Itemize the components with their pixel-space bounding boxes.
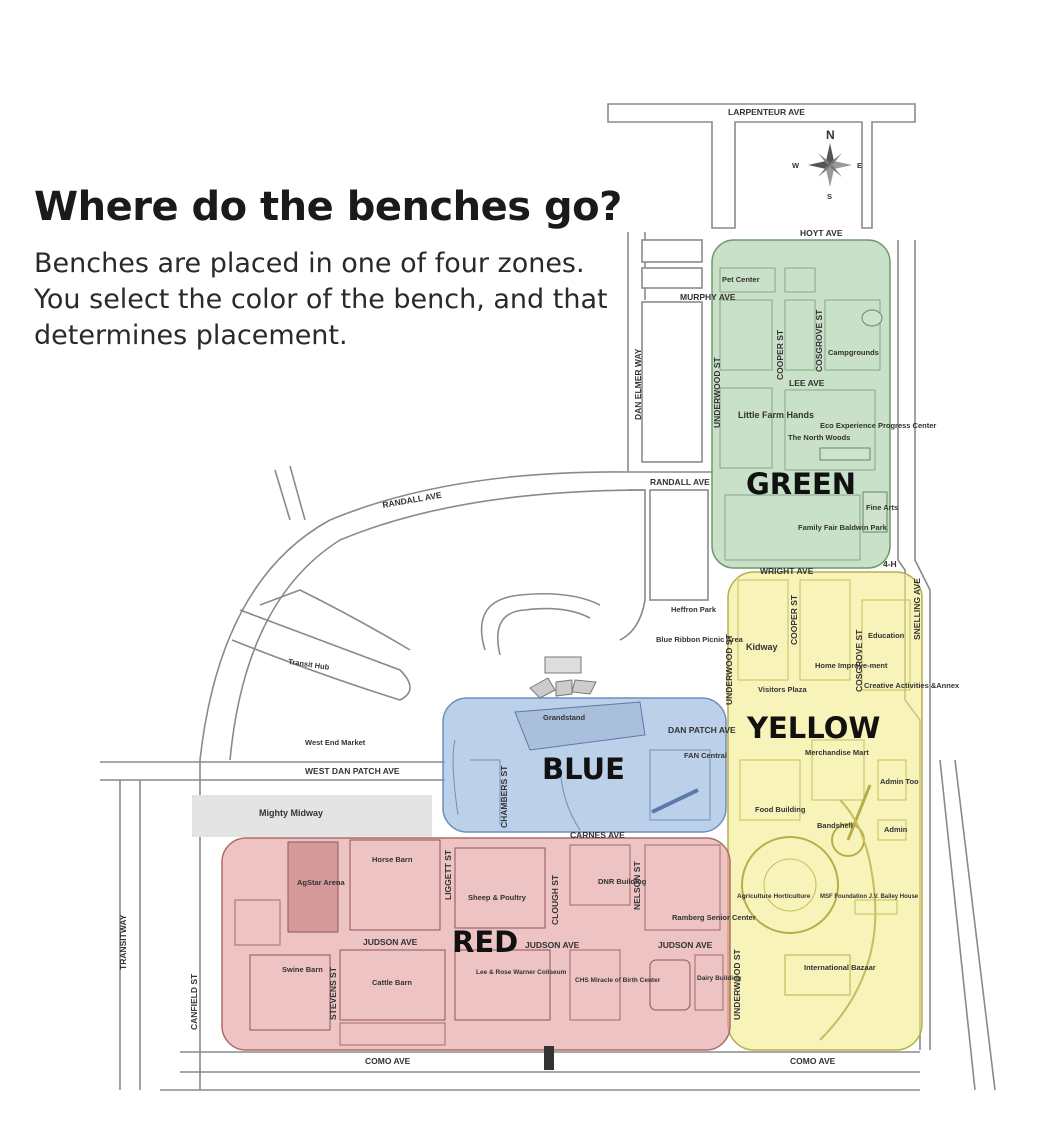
label-coliseum: Lee & Rose Warner Coliseum [476,969,567,976]
label-eco-center: Eco Experience Progress Center [820,421,936,430]
zone-label-red: RED [452,925,518,959]
mighty-midway-area [192,795,432,837]
zone-label-green: GREEN [746,467,856,501]
road-nelson: NELSON ST [632,861,642,910]
label-blue-ribbon: Blue Ribbon Picnic Area [656,635,744,644]
compass-n: N [826,128,835,142]
label-mighty-midway: Mighty Midway [259,808,323,818]
label-fan-central: FAN Central [684,751,727,760]
label-grandstand: Grandstand [543,713,586,722]
road-judson-2: JUDSON AVE [525,940,580,950]
road-cosgrove-2: COSGROVE ST [854,629,864,692]
road-hoyt: HOYT AVE [800,228,843,238]
label-fine-arts: Fine Arts [866,503,898,512]
label-visitors-plaza: Visitors Plaza [758,685,807,694]
road-como-2: COMO AVE [790,1056,836,1066]
label-pet-center: Pet Center [722,275,760,284]
label-dnr-building: DNR Building [598,877,647,886]
zone-label-blue: BLUE [542,752,625,786]
label-ramberg: Ramberg Senior Center [672,913,756,922]
road-cosgrove-1: COSGROVE ST [814,309,824,372]
label-west-end-market: West End Market [305,738,366,747]
compass-w: W [792,161,800,170]
road-dan-elmer: DAN ELMER WAY [633,348,643,420]
road-west-dan-patch: WEST DAN PATCH AVE [305,766,400,776]
road-chambers: CHAMBERS ST [499,765,509,828]
label-food-building: Food Building [755,805,806,814]
zone-red [221,837,731,1051]
zone-blue [442,656,727,833]
label-cattle-barn: Cattle Barn [372,978,412,987]
label-agstar-arena: AgStar Arena [297,878,345,887]
label-agri-horti: Agriculture Horticulture [737,893,811,900]
road-snelling: SNELLING AVE [912,578,922,640]
como-gate [544,1046,554,1070]
road-underwood-2: UNDERWOOD ST [724,634,734,705]
label-heffron-park: Heffron Park [671,605,717,614]
label-kidway: Kidway [746,642,778,652]
road-carnes: CARNES AVE [570,830,625,840]
label-dairy-building: Dairy Building [697,975,741,982]
label-chs-miracle: CHS Miracle of Birth Center [575,977,661,984]
road-dan-patch: DAN PATCH AVE [668,725,736,735]
label-sheep-poultry: Sheep & Poultry [468,893,527,902]
road-murphy: MURPHY AVE [680,292,736,302]
compass-e: E [857,161,862,170]
zone-yellow [727,571,923,1051]
zone-green [711,239,891,569]
label-home-improvement: Home Improve-ment [815,661,888,670]
road-lee: LEE AVE [789,378,825,388]
label-campgrounds: Campgrounds [828,348,879,357]
label-family-fair: Family Fair Baldwin Park [798,523,888,532]
page-title: Where do the benches go? [34,184,622,230]
road-judson-3: JUDSON AVE [658,940,713,950]
road-liggett: LIGGETT ST [443,849,453,900]
label-little-farm-hands: Little Farm Hands [738,410,814,420]
road-underwood-3: UNDERWOOD ST [732,949,742,1020]
road-como-1: COMO AVE [365,1056,411,1066]
zone-label-yellow: YELLOW [746,711,880,745]
label-bandshell: Bandshell [817,821,853,830]
label-horse-barn: Horse Barn [372,855,413,864]
road-cooper-2: COOPER ST [789,594,799,645]
label-intl-bazaar: International Bazaar [804,963,876,972]
label-education: Education [868,631,905,640]
compass-rose-icon: N S E W [792,128,862,201]
road-wright: WRIGHT AVE [760,566,814,576]
road-larpenteur: LARPENTEUR AVE [728,107,805,117]
road-cooper-1: COOPER ST [775,329,785,380]
page-subtitle: Benches are placed in one of four zones.… [34,248,608,351]
road-underwood-1: UNDERWOOD ST [712,357,722,428]
label-msf-foundation: MSF Foundation J.V. Bailey House [820,894,919,900]
road-randall-east: RANDALL AVE [650,477,710,487]
label-swine-barn: Swine Barn [282,965,323,974]
label-admin-too: Admin Too [880,777,919,786]
label-merchandise-mart: Merchandise Mart [805,748,869,757]
road-clough: CLOUGH ST [550,874,560,925]
label-admin: Admin [884,825,908,834]
road-canfield: CANFIELD ST [189,973,199,1030]
road-stevens: STEVENS ST [328,966,338,1020]
road-transitway: TRANSITWAY [118,914,128,970]
road-judson-1: JUDSON AVE [363,937,418,947]
compass-s: S [827,192,832,201]
label-creative-activities: Creative Activities &Annex [864,681,960,690]
label-north-woods: The North Woods [788,433,850,442]
road-4h: 4-H [883,559,897,569]
